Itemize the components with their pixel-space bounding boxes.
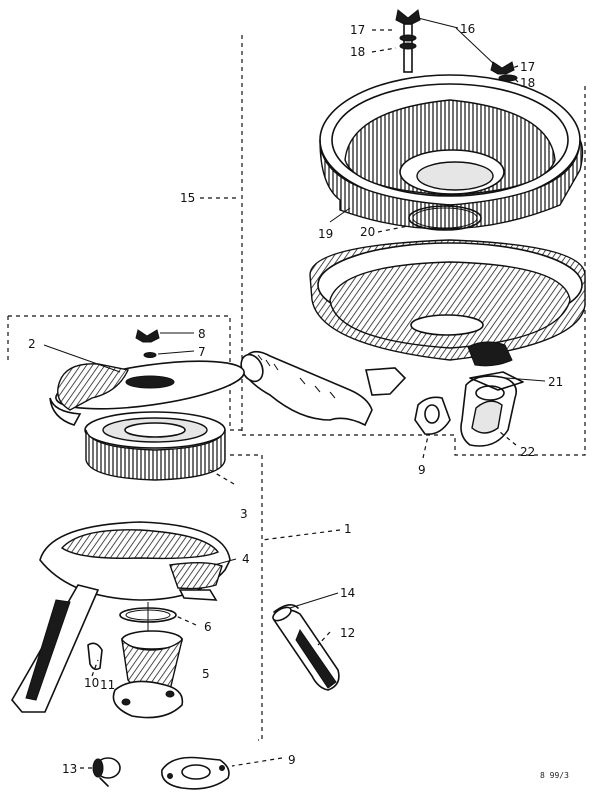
callout-12: 12 bbox=[340, 626, 355, 640]
clamp-13 bbox=[92, 757, 121, 787]
filter-element-3 bbox=[84, 411, 226, 481]
callout-3: 3 bbox=[240, 507, 248, 521]
gasket-9-upper bbox=[414, 396, 451, 436]
callout-1: 1 bbox=[344, 522, 352, 536]
callout-19: 19 bbox=[318, 227, 333, 241]
callout-22: 22 bbox=[520, 445, 535, 459]
callout-21: 21 bbox=[548, 375, 563, 389]
callout-2: 2 bbox=[28, 337, 36, 351]
callout-9-lower: 9 bbox=[288, 753, 296, 767]
leader-lines bbox=[43, 17, 546, 769]
callout-8: 8 bbox=[198, 327, 206, 341]
callout-15: 15 bbox=[180, 191, 195, 205]
adaptor-5 bbox=[112, 630, 184, 719]
callout-5: 5 bbox=[202, 667, 210, 681]
callout-10: 10 bbox=[84, 676, 99, 690]
callout-16: 16 bbox=[460, 22, 475, 36]
gasket-9-lower bbox=[161, 756, 230, 790]
callout-20: 20 bbox=[360, 225, 375, 239]
air-cleaner-body bbox=[240, 239, 586, 427]
group-boundary-1 bbox=[8, 315, 263, 741]
callout-14: 14 bbox=[340, 586, 355, 600]
seal-ring-6 bbox=[119, 602, 177, 640]
cleaner-cover-2 bbox=[49, 360, 245, 426]
hose-12 bbox=[272, 604, 340, 691]
callout-11: 11 bbox=[100, 678, 115, 692]
callout-13: 13 bbox=[62, 762, 77, 776]
callout-9-upper: 9 bbox=[418, 463, 426, 477]
adaptor-22 bbox=[460, 371, 524, 447]
wing-nut-16 bbox=[395, 9, 421, 73]
callout-17-right: 17 bbox=[520, 60, 535, 74]
drawing-code: 8 99/3 bbox=[540, 771, 569, 780]
callout-6: 6 bbox=[204, 620, 212, 634]
wing-nut-17-18-right bbox=[490, 61, 518, 82]
callout-7: 7 bbox=[198, 345, 206, 359]
clip-10-11 bbox=[87, 642, 103, 671]
callout-17-left: 17 bbox=[350, 23, 365, 37]
callout-18-right: 18 bbox=[520, 76, 535, 90]
group-boundary-15 bbox=[241, 35, 586, 456]
wing-nut-8-washer-7 bbox=[135, 329, 160, 358]
callout-4: 4 bbox=[242, 552, 250, 566]
cleaner-body-4 bbox=[11, 521, 231, 713]
callout-18-left: 18 bbox=[350, 45, 365, 59]
callout-labels: 1 2 3 4 5 6 7 8 9 9 10 11 12 13 14 15 16… bbox=[28, 22, 569, 780]
air-cleaner-cover-15 bbox=[319, 74, 584, 231]
